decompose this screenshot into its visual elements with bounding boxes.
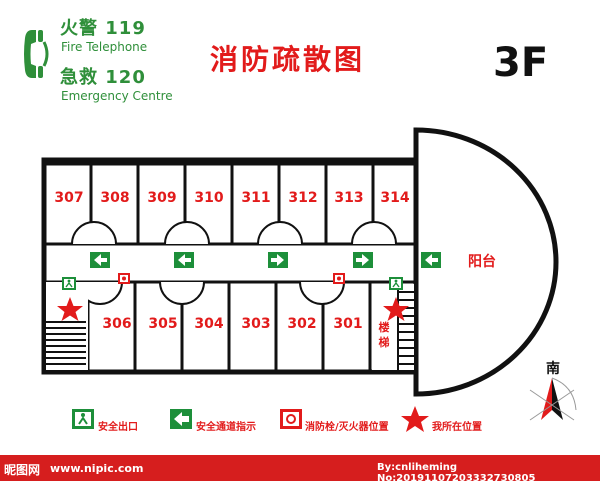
footer-byline: By:cnliheming No:20191107203332730805 bbox=[377, 462, 536, 484]
room-308: 308 bbox=[100, 190, 129, 206]
legend-direction-label: 安全通道指示 bbox=[196, 422, 256, 433]
room-312: 312 bbox=[288, 190, 317, 206]
room-310: 310 bbox=[194, 190, 223, 206]
page-title: 消防疏散图 bbox=[210, 43, 366, 76]
arrow-right-icon bbox=[268, 252, 288, 268]
arrow-left-icon bbox=[421, 252, 441, 268]
room-309: 309 bbox=[147, 190, 176, 206]
room-305: 305 bbox=[148, 316, 177, 332]
room-307: 307 bbox=[54, 190, 83, 206]
stairs-label-1: 楼 bbox=[379, 320, 390, 334]
fire-phone-label: 火警 119 bbox=[60, 18, 146, 39]
arrow-left-icon bbox=[174, 252, 194, 268]
room-313: 313 bbox=[334, 190, 363, 206]
legend-here-label: 我所在位置 bbox=[432, 422, 482, 433]
fire-hydrant-icon bbox=[333, 273, 345, 284]
room-306: 306 bbox=[102, 316, 131, 332]
room-314: 314 bbox=[380, 190, 409, 206]
room-303: 303 bbox=[241, 316, 270, 332]
arrow-right-icon bbox=[353, 252, 373, 268]
room-311: 311 bbox=[241, 190, 270, 206]
balcony-label: 阳台 bbox=[468, 253, 496, 270]
room-302: 302 bbox=[287, 316, 316, 332]
stairs-label-2: 梯 bbox=[379, 335, 390, 349]
compass-icon bbox=[529, 377, 577, 421]
floor-label: 3F bbox=[493, 40, 549, 86]
footer-url[interactable]: www.nipic.com bbox=[50, 462, 144, 475]
compass-south-label: 南 bbox=[546, 361, 560, 377]
emergency-english: Emergency Centre bbox=[61, 89, 173, 103]
top-rooms bbox=[42, 162, 418, 246]
legend-exit-label: 安全出口 bbox=[98, 422, 138, 433]
emergency-label: 急救 120 bbox=[60, 67, 146, 88]
footer-logo: 昵图网 bbox=[4, 463, 41, 477]
direction-arrows bbox=[90, 252, 441, 268]
legend-exit-icon bbox=[72, 409, 94, 429]
exit-sign-icon bbox=[62, 277, 76, 290]
legend-hydrant-label: 消防栓/灭火器位置 bbox=[305, 422, 389, 433]
footer-bar bbox=[0, 455, 600, 481]
fire-hydrant-icon bbox=[118, 273, 130, 284]
legend-hydrant-icon bbox=[280, 409, 302, 429]
star-icon bbox=[383, 297, 409, 321]
arrow-left-icon bbox=[90, 252, 110, 268]
phone-icon bbox=[24, 30, 49, 78]
stairs-left bbox=[46, 282, 88, 370]
legend-arrow-left-icon bbox=[170, 409, 192, 429]
room-301: 301 bbox=[333, 316, 362, 332]
fire-phone-english: Fire Telephone bbox=[61, 40, 148, 54]
legend-star-icon bbox=[401, 406, 429, 432]
floor-plan: 307 308 309 310 311 312 313 314 306 305 … bbox=[41, 127, 577, 432]
exit-sign-icon bbox=[389, 277, 403, 290]
balcony-outline bbox=[413, 127, 559, 397]
star-icon bbox=[57, 297, 83, 321]
room-304: 304 bbox=[194, 316, 223, 332]
